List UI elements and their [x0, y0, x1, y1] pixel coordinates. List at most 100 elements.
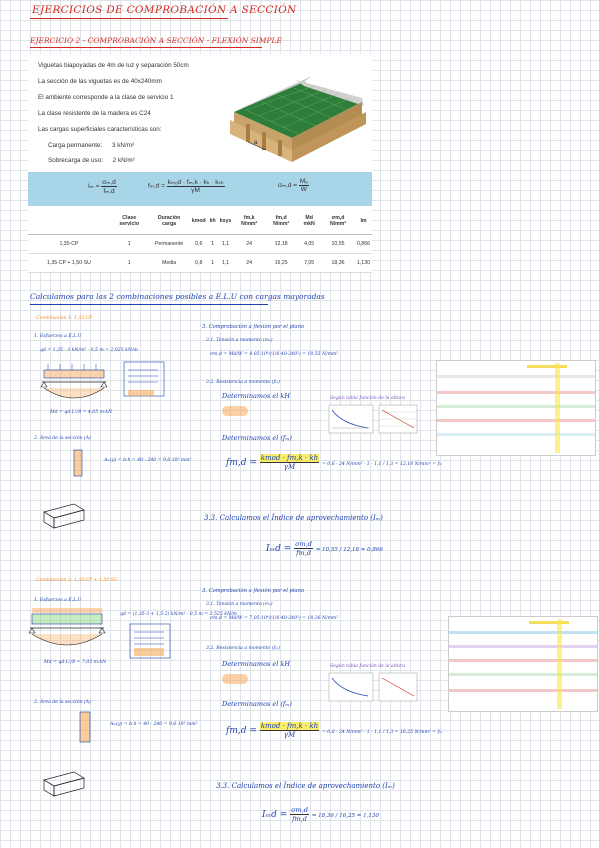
- step31b-heading: 3.1. Tensión a momento (σₘ): [206, 602, 273, 607]
- statement-line: Viguetas biapoyadas de 4m de luz y separ…: [38, 62, 189, 69]
- table-cell: 12,18: [265, 234, 298, 254]
- step2b-heading: 2. Área de la sección (A): [34, 700, 91, 705]
- beam-3d-sketch-2: [43, 771, 85, 797]
- det-kh-note-2: Según tabla función de la altura: [330, 664, 405, 669]
- step31-heading: 3.1. Tensión a momento (σₘ): [206, 338, 273, 343]
- step31-equation: σm,d = Md/W = 4,05·10⁶/(1/6·40·240²) = 1…: [210, 352, 339, 357]
- kh-table-snippet: [378, 404, 418, 434]
- column-header: fm,d N/mm²: [265, 208, 298, 235]
- load-value: 3 kN/m²: [112, 142, 135, 149]
- step33-heading: 3.3. Calculamos el Índice de aprovechami…: [204, 514, 383, 522]
- beam-sketch: [40, 364, 108, 399]
- load-live: Sobrecarga de uso: 2 kN/m²: [48, 157, 135, 164]
- step33b-heading: 3.3. Calculamos el Índice de aprovechami…: [216, 782, 395, 790]
- det-kh-2: Determinamos el kH: [222, 660, 291, 668]
- statement-line: Las cargas superficiales características…: [38, 126, 162, 133]
- column-header: kmod: [189, 208, 208, 235]
- step31b-equation: σm,d = Md/W = 7,05·10⁶/(1/6·40·240²) = 1…: [210, 616, 339, 621]
- render-dim-label: a: [254, 140, 258, 146]
- column-header: [28, 208, 110, 235]
- section-sketch-2: [79, 711, 91, 743]
- intro-underline: [30, 304, 268, 305]
- step2-heading: 2. Área de la sección (A): [34, 436, 91, 441]
- kh-table-snippet-2: [378, 672, 418, 702]
- table-row: 1,35·CP 1 Permanente 0,6 1 1,1 24 12,18 …: [28, 234, 372, 254]
- spreadsheet-thumbnail-2: [448, 616, 598, 712]
- case2-tag: Combinación 2: 1,35·CP + 1,50·SU: [36, 578, 118, 583]
- table-cell: 4,05: [297, 234, 322, 254]
- table-cell: Permanente: [148, 234, 190, 254]
- load-permanent: Carga permanente: 3 kN/m²: [48, 142, 134, 149]
- kh-highlight: [222, 406, 248, 416]
- load-combination-box-2: [129, 623, 171, 659]
- floor-render-image: a: [230, 76, 366, 162]
- table-row: 1,35·CP + 1,50·SU 1 Media 0,8 1 1,1 24 1…: [28, 253, 372, 273]
- column-header: σm,d N/mm²: [321, 208, 355, 235]
- case1-tag: Combinación 1: 1,35·CP: [36, 316, 93, 321]
- table-cell: 1,35·CP + 1,50·SU: [28, 253, 110, 273]
- page-title: EJERCICIOS DE COMPROBACIÓN A SECCIÓN: [32, 4, 297, 16]
- step3b-heading: 3. Comprobación a flexión por el plano: [202, 588, 305, 594]
- column-header: Clase servicio: [110, 208, 149, 235]
- table-cell: 16,25: [265, 253, 298, 273]
- section-sketch: [73, 449, 83, 477]
- table-cell: 1,35·CP: [28, 234, 110, 254]
- load-label: Carga permanente:: [48, 142, 103, 149]
- notes-intro: Calculamos para las 2 combinaciones posi…: [30, 292, 325, 301]
- table-cell: 7,05: [297, 253, 322, 273]
- table-cell: 1: [207, 234, 218, 254]
- load-label: Sobrecarga de uso:: [48, 157, 103, 164]
- table-cell: 1: [110, 253, 149, 273]
- problem-statement: Viguetas biapoyadas de 4m de luz y separ…: [28, 54, 373, 172]
- exercise-subtitle: EJERCICIO 2 - COMPROBACIÓN A SECCIÓN - F…: [30, 36, 282, 45]
- table-grid: Clase servicio Duración carga kmod kh ks…: [28, 208, 372, 273]
- column-header: ksys: [217, 208, 234, 235]
- det-kh: Determinamos el kH: [222, 392, 291, 400]
- kh-graph: [328, 404, 374, 434]
- table-cell: 0,8: [189, 253, 208, 273]
- statement-line: La clase resistente de la madera es C24: [38, 110, 151, 117]
- step1b-equation: qd = (1,35·3 + 1,5·2) kN/m² · 0,5 m = 3,…: [120, 612, 237, 617]
- beam-sketch-2: [28, 608, 106, 646]
- column-header: Im: [354, 208, 372, 235]
- table-cell: 1,1: [217, 234, 234, 254]
- statement-line: La sección de las viguetas es de 40x240m…: [38, 78, 162, 85]
- step2b-equation: Aₘ(y) = b·h = 40 · 240 = 9,6·10³ mm²: [110, 722, 198, 727]
- step3-heading: 3. Comprobación a flexión por el plano: [202, 324, 305, 330]
- table-cell: Media: [148, 253, 190, 273]
- table-cell: 24: [233, 253, 266, 273]
- fmd-equation: fm,d = kmod · fm,k · kh γM: [226, 454, 320, 471]
- table-cell: 1,130: [354, 253, 372, 273]
- table-cell: 24: [233, 234, 266, 254]
- table-cell: 1,1: [217, 253, 234, 273]
- fmd-result: = 0,6 · 24 N/mm² · 1 · 1,1 / 1,3 = 12,18…: [322, 462, 442, 467]
- column-header: Duración carga: [148, 208, 190, 235]
- det-kh-note: Según tabla función de la altura: [330, 396, 405, 401]
- column-header: kh: [207, 208, 218, 235]
- table-cell: 0,866: [354, 234, 372, 254]
- subtitle-underline: [30, 47, 262, 48]
- step1-equation: qd = 1,35 · 3 kN/m² · 0,5 m = 2,025 kN/m: [40, 348, 138, 353]
- table-cell: 0,6: [189, 234, 208, 254]
- fmd-result-2: = 0,8 · 24 N/mm² · 1 · 1,1 / 1,3 = 16,25…: [322, 730, 442, 735]
- kh-graph-2: [328, 672, 374, 702]
- spreadsheet-thumbnail: [436, 360, 596, 456]
- table-cell: 1: [207, 253, 218, 273]
- step1b-heading: 1. Esfuerzos a E.L.U: [34, 598, 82, 603]
- step1b-moment: Md = qd·L²/8 = 7,05 m·kN: [44, 660, 107, 665]
- step1-heading: 1. Esfuerzos a E.L.U: [34, 334, 82, 339]
- table-cell: 10,55: [321, 234, 355, 254]
- step2-equation: Aₘ(y) = b·h = 40 · 240 = 9,6·10³ mm²: [104, 458, 192, 463]
- title-underline: [30, 18, 228, 19]
- table-cell: 18,36: [321, 253, 355, 273]
- load-value: 2 kN/m²: [112, 157, 135, 164]
- step32-heading: 3.2. Resistencia a momento (fₘ): [206, 380, 280, 385]
- table-cell: 1: [110, 234, 149, 254]
- beam-3d-sketch: [43, 503, 85, 529]
